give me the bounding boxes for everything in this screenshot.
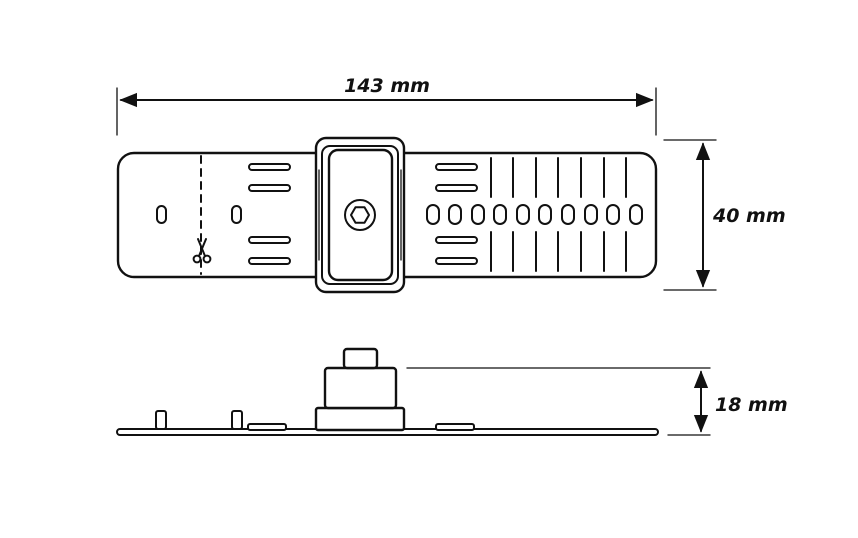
length-dimension: 143 mm: [116, 75, 657, 136]
peg-2: [231, 410, 243, 430]
top-view: [116, 136, 658, 294]
mount-cap-side: [342, 347, 379, 370]
width-label: 40 mm: [712, 205, 786, 227]
scissors-icon: [192, 238, 212, 264]
slot-left-1: [156, 205, 167, 224]
peg-1: [155, 410, 167, 430]
mount-body-side: [323, 366, 398, 410]
bump-left: [247, 423, 287, 431]
ticks-upper: [490, 157, 627, 198]
mount-block-top: [314, 136, 406, 294]
mount-base-side: [314, 406, 406, 432]
bump-right: [435, 423, 475, 431]
adjustment-holes: [426, 204, 643, 225]
right-horizontal-slots: [435, 163, 478, 265]
height-label: 18 mm: [715, 394, 788, 416]
height-dimension: 18 mm: [406, 367, 788, 436]
ticks-lower: [490, 231, 627, 272]
left-horizontal-slots: [248, 163, 291, 265]
slot-left-2: [231, 205, 242, 224]
length-label: 143 mm: [344, 75, 430, 97]
width-dimension: 40 mm: [663, 139, 786, 291]
side-view: [116, 347, 659, 436]
hex-socket-icon: [344, 199, 376, 231]
